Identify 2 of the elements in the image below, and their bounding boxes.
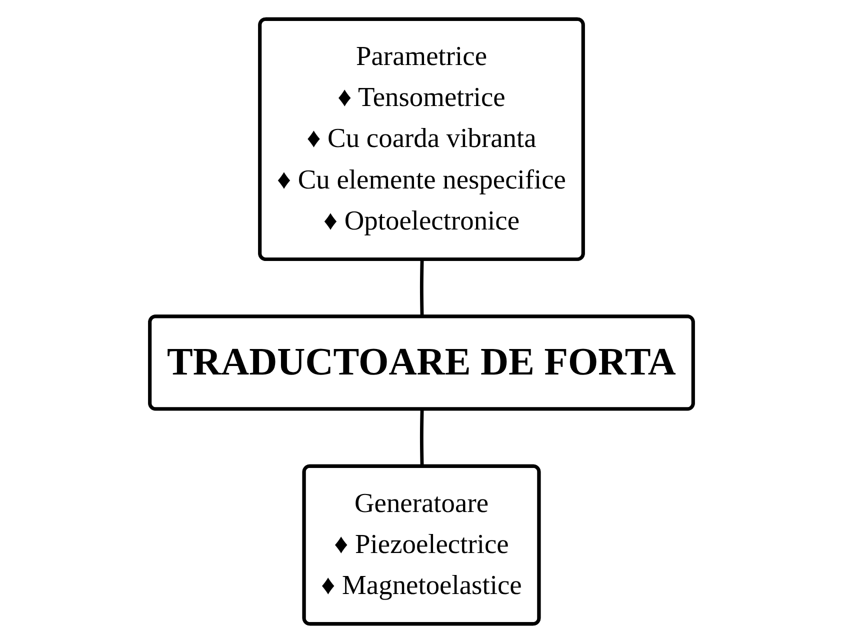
connector xyxy=(420,260,424,317)
connector xyxy=(420,409,424,467)
